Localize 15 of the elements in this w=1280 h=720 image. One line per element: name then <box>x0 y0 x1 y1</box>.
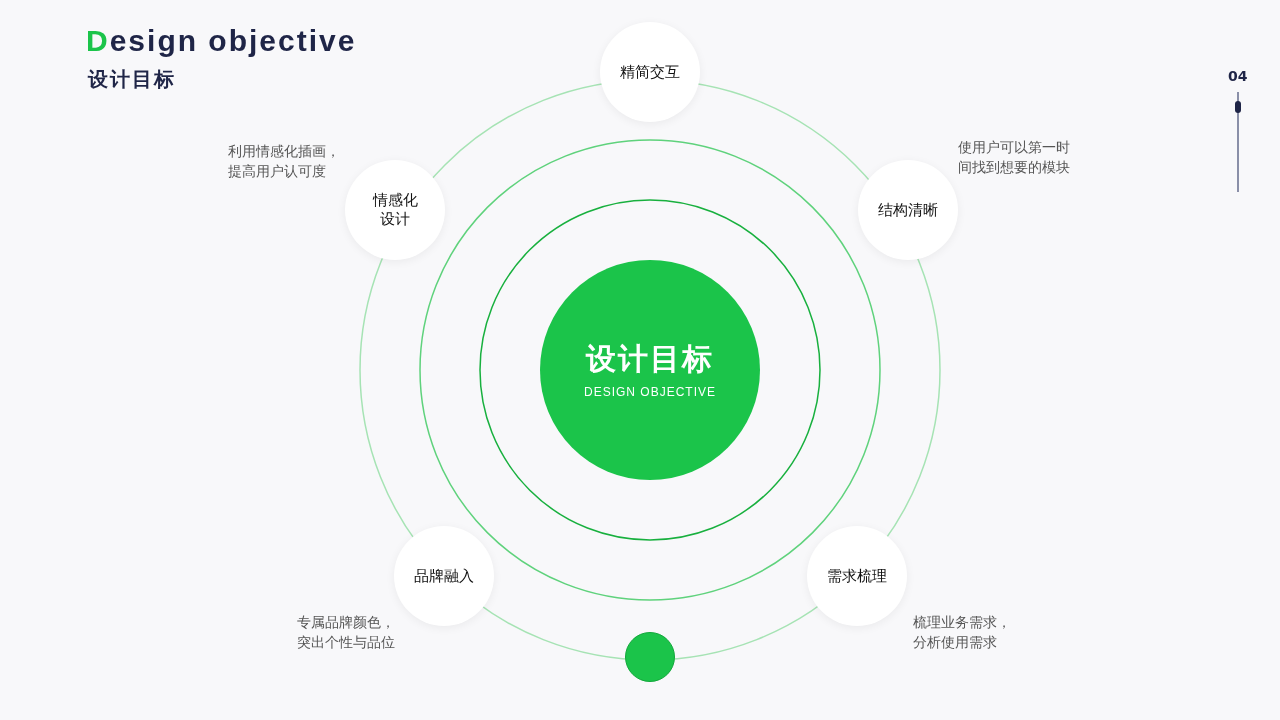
description-text: 利用情感化插画，提高用户认可度 <box>228 142 341 181</box>
topic-label: 需求梳理 <box>827 566 887 586</box>
description-text: 梳理业务需求，分析使用需求 <box>913 613 1012 652</box>
topic-label: 结构清晰 <box>878 200 938 220</box>
page-title: Design objective <box>86 24 357 58</box>
center-title: 设计目标 <box>586 339 714 378</box>
center-subtitle: DESIGN OBJECTIVE <box>584 385 716 401</box>
page-number: 04 <box>1228 68 1248 84</box>
description-text: 使用户可以第一时间找到想要的模块 <box>958 138 1071 177</box>
topic-label: 精简交互 <box>620 62 680 82</box>
topic-label: 品牌融入 <box>414 566 474 586</box>
page-subtitle: 设计目标 <box>88 66 176 93</box>
dot-circle <box>625 632 675 682</box>
topic-label: 情感化设计 <box>371 191 419 229</box>
description-text: 专属品牌颜色，突出个性与品位 <box>297 613 396 652</box>
